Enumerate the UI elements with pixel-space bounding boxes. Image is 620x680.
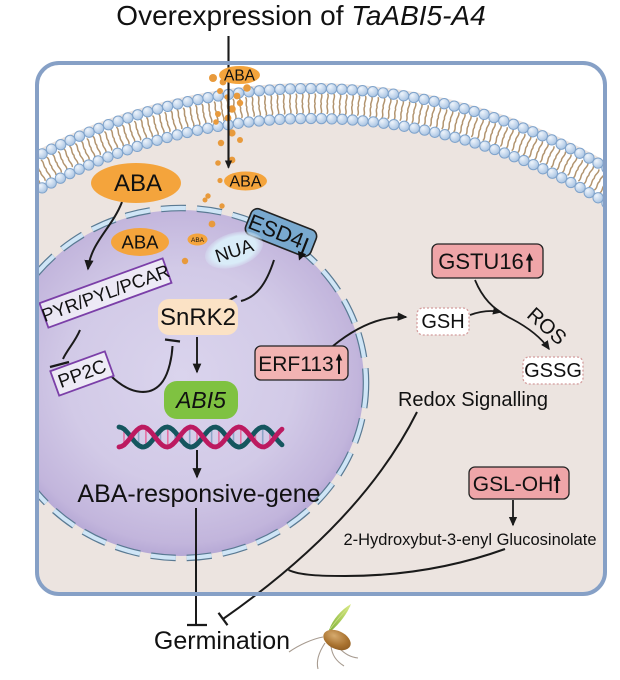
svg-text:ABA-responsive-gene: ABA-responsive-gene [77, 480, 320, 508]
svg-text:SnRK2: SnRK2 [160, 304, 236, 331]
svg-text:ABA: ABA [121, 232, 159, 253]
svg-text:ABA: ABA [191, 237, 205, 244]
svg-text:ABA: ABA [114, 170, 162, 197]
svg-text:ABA: ABA [224, 68, 256, 85]
svg-text:ABA: ABA [229, 174, 261, 191]
svg-text:Germination: Germination [154, 627, 290, 655]
svg-text:GSSG: GSSG [524, 360, 582, 382]
svg-text:GSH: GSH [421, 311, 464, 333]
svg-text:ERF113: ERF113 [258, 353, 333, 376]
svg-text:Redox Signalling: Redox Signalling [398, 389, 548, 411]
svg-text:2-Hydroxybut-3-enyl Glucosinol: 2-Hydroxybut-3-enyl Glucosinolate [343, 531, 596, 549]
svg-text:Overexpression of TaABI5-A4: Overexpression of TaABI5-A4 [116, 0, 485, 31]
svg-text:ABI5: ABI5 [174, 387, 226, 413]
svg-text:GSTU16: GSTU16 [438, 249, 524, 274]
svg-text:GSL-OH: GSL-OH [473, 473, 554, 496]
